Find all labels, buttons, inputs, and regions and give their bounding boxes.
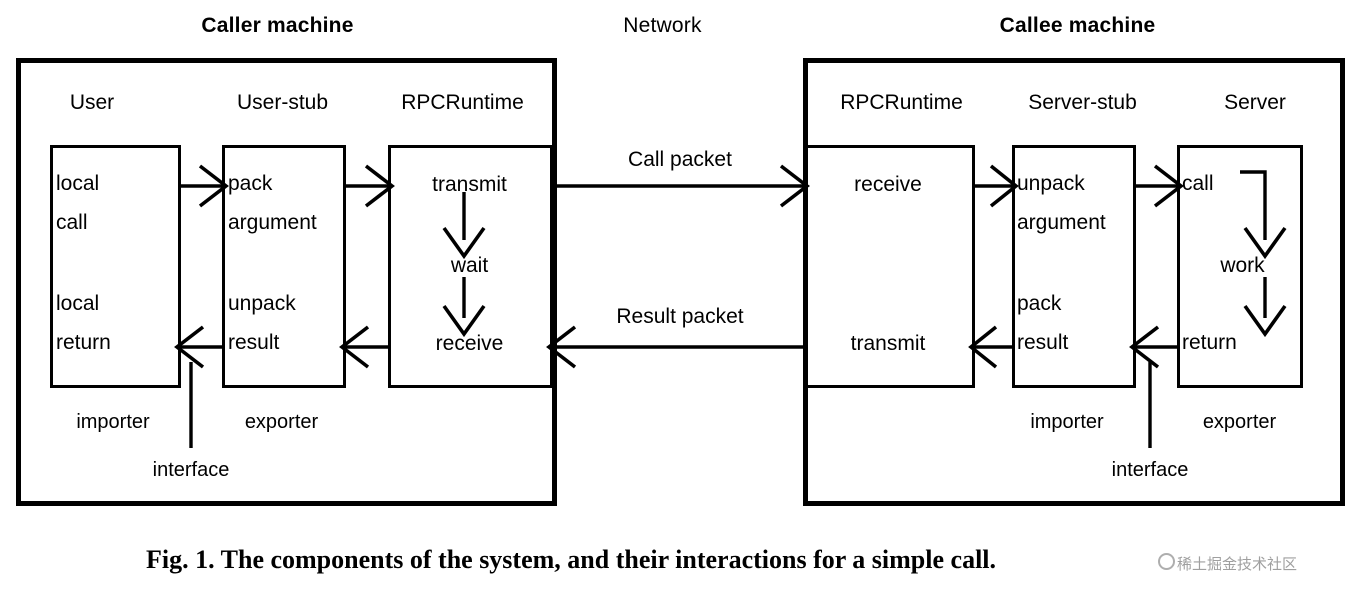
server-box [1177,145,1303,388]
server-stub-box [1012,145,1136,388]
callee-rpcruntime-box [803,145,975,388]
callee-column-header-server: Server [1224,91,1286,114]
caller-interface-label: interface [152,459,230,481]
network-title: Network [623,14,702,37]
figure-caption: Fig. 1. The components of the system, an… [146,545,997,574]
watermark: 稀土掘金技术社区 [1158,553,1297,574]
caller-column-header-user: User [69,91,115,114]
callee-column-header-rpcruntime: RPCRuntime [840,91,963,114]
user-stub-box [222,145,346,388]
caller-rpcruntime-box [388,145,553,388]
user-stub-step-unpack-line2: result [228,331,280,354]
server-step-work: work [1220,254,1265,277]
server-stub-step-pack-line1: pack [1017,292,1062,315]
callee-rpcruntime-step-receive: receive [854,173,922,196]
callee-rpcruntime-step-transmit: transmit [850,332,926,355]
callee-machine-title: Callee machine [999,14,1156,37]
caller-column-header-rpcruntime: RPCRuntime [401,91,524,114]
caller-column-header-user-stub: User-stub [236,91,329,114]
server-step-call: call [1182,172,1214,195]
caller-machine-box [16,58,557,506]
server-stub-step-unpack-line2: argument [1017,211,1106,234]
caller-machine-title: Caller machine [201,14,354,37]
user-step-local-call-line2: call [56,211,88,234]
user-step-local-call-line1: local [56,172,100,195]
user-stub-step-unpack-line1: unpack [228,292,296,315]
watermark-logo-icon [1158,553,1175,570]
user-stub-step-pack-line1: pack [228,172,273,195]
callee-role-exporter: exporter [1202,411,1277,433]
watermark-text: 稀土掘金技术社区 [1177,556,1298,573]
caller-rpcruntime-step-wait: wait [450,254,489,277]
callee-role-importer: importer [1030,411,1104,433]
user-step-local-return-line2: return [56,331,111,354]
server-stub-step-unpack-line1: unpack [1017,172,1085,195]
caller-rpcruntime-step-transmit: transmit [432,173,507,196]
user-stub-step-pack-line2: argument [228,211,317,234]
server-step-return: return [1182,331,1237,354]
server-stub-step-pack-line2: result [1017,331,1069,354]
user-box [50,145,181,388]
callee-column-header-server-stub: Server-stub [1028,91,1137,114]
caller-rpcruntime-step-receive: receive [435,332,504,355]
result-packet-label: Result packet [616,305,744,328]
callee-interface-label: interface [1111,459,1189,481]
call-packet-label: Call packet [628,148,732,171]
user-step-local-return-line1: local [56,292,100,315]
caller-role-exporter: exporter [244,411,319,433]
caller-role-importer: importer [76,411,150,433]
